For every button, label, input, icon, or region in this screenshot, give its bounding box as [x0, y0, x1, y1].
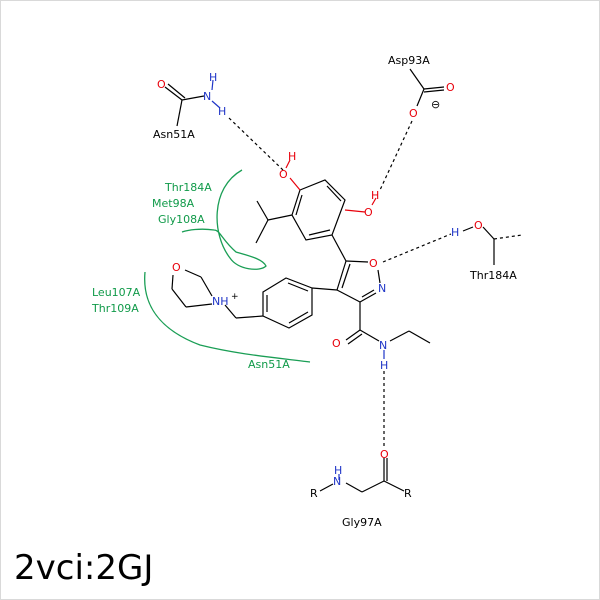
thr184-right-fragment: H O — [451, 219, 523, 265]
gly97-hydrogen: H — [334, 464, 342, 477]
hydrophobic-arc-lower — [144, 271, 311, 363]
hydrophobic-label-thr184: Thr184A — [164, 181, 212, 194]
hbond-asp93-ligand — [379, 120, 413, 191]
residue-label-thr184-right: Thr184A — [469, 269, 517, 282]
amide-hydrogen: H — [380, 359, 388, 372]
asn51-top-fragment: O N H H — [157, 71, 226, 127]
asp93-oxygen-charged: O — [409, 107, 418, 120]
negative-charge-icon: ⊖ — [431, 98, 440, 111]
pdb-ligand-code: 2vci:2GJ — [14, 548, 154, 588]
morpholine-oxygen: O — [172, 261, 181, 274]
asn51-nitrogen: N — [203, 90, 211, 103]
isoxazole-oxygen: O — [369, 257, 378, 270]
gly97-oxygen: O — [380, 448, 389, 461]
residue-label-asn51-top: Asn51A — [153, 128, 195, 141]
gly97-nitrogen: N — [333, 475, 341, 488]
hydrophobic-label-asn51: Asn51A — [248, 358, 290, 371]
hbond-isoxazole-thr184 — [382, 233, 452, 263]
ethylamide-group: O N H — [332, 302, 431, 372]
ligand-hydroxyl-oxygen-right: O — [364, 206, 373, 219]
hydrophobic-arc-upper — [181, 169, 267, 270]
isoxazole-nitrogen: N — [378, 282, 386, 295]
positive-charge-icon: + — [231, 292, 239, 302]
asp93-oxygen-double: O — [446, 81, 455, 94]
thr184-oxygen: O — [474, 219, 483, 232]
ligand-hydroxyl-hydrogen-upper: H — [288, 150, 296, 163]
asn51-hydrogen-top: H — [209, 71, 217, 84]
hbond-asn51-ligand — [228, 117, 284, 171]
asp93-fragment: O O ⊖ — [409, 68, 455, 120]
ligand-hydroxyl-oxygen-upper: O — [279, 168, 288, 181]
asn51-oxygen: O — [157, 78, 166, 91]
gly97-r-group-right: R — [404, 487, 412, 500]
benzyl-ring — [224, 277, 338, 329]
residue-label-gly97: Gly97A — [342, 516, 382, 529]
thr184-hydrogen: H — [451, 226, 459, 239]
morpholine-ring: O NH + — [171, 261, 239, 308]
isoxazole-ring: O N — [336, 257, 386, 303]
hydrophobic-label-met98: Met98A — [152, 197, 195, 210]
gly97-r-group-left: R — [310, 487, 318, 500]
hydrophobic-label-thr109: Thr109A — [91, 302, 139, 315]
hydrophobic-label-gly108: Gly108A — [158, 213, 205, 226]
amide-nitrogen: N — [379, 339, 387, 352]
gly97-fragment: H N O R R — [310, 448, 412, 500]
asn51-hydrogen-bottom: H — [218, 105, 226, 118]
hydrophobic-label-leu107: Leu107A — [92, 286, 141, 299]
amide-oxygen: O — [332, 337, 341, 350]
morpholinium-nitrogen: NH — [212, 295, 229, 308]
residue-label-asp93: Asp93A — [388, 54, 430, 67]
resorcinol-ring: O H O H — [255, 150, 379, 262]
ligand-hydroxyl-hydrogen-right: H — [371, 189, 379, 202]
